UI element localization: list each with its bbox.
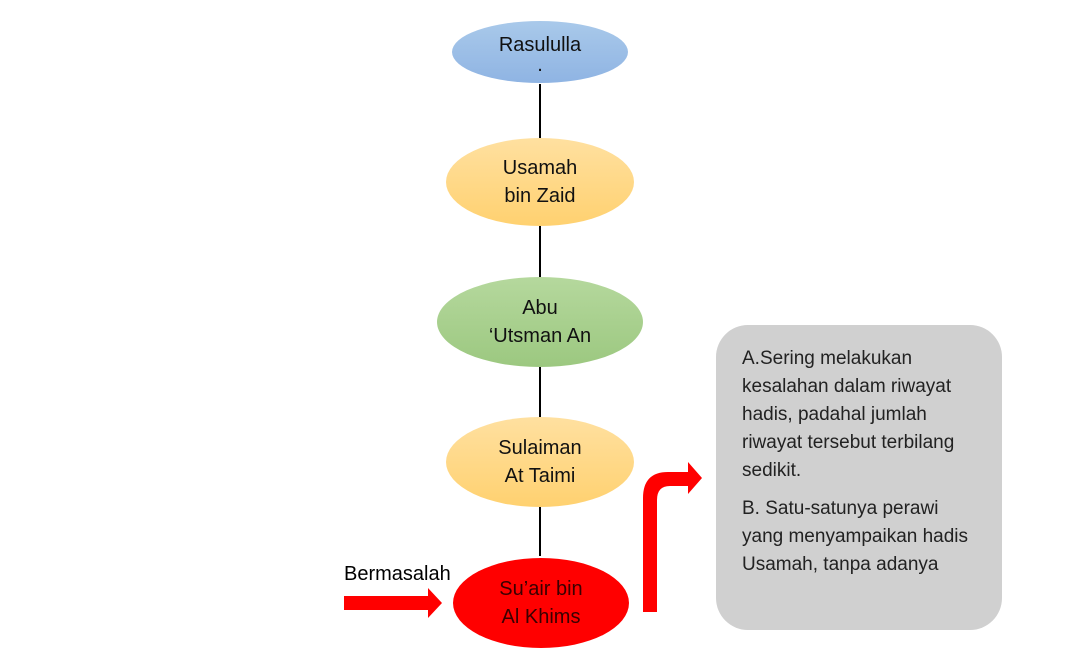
node-label: Rasululla . (498, 34, 582, 76)
node-sulaiman-at-taimi: Sulaiman At Taimi (446, 417, 634, 507)
note-point-b: B. Satu-satunya perawi yang menyampaikan… (742, 498, 969, 575)
explanation-note: A.Sering melakukan kesalahan dalam riway… (716, 325, 1002, 630)
node-rasulullah: Rasululla . (452, 21, 628, 83)
node-label: Abu ‘Utsman An (488, 297, 592, 347)
node-abu-utsman: Abu ‘Utsman An (437, 277, 643, 367)
problem-label: Bermasalah (344, 563, 451, 585)
node-usamah-bin-zaid: Usamah bin Zaid (446, 138, 634, 226)
node-label: Su’air bin Al Khims (499, 578, 583, 628)
node-label: Sulaiman At Taimi (498, 437, 582, 487)
right-arrow-icon (344, 588, 442, 618)
node-suair-bin-al-khims: Su’air bin Al Khims (453, 558, 629, 648)
node-label: Usamah bin Zaid (502, 157, 578, 207)
note-point-a: A.Sering melakukan kesalahan dalam riway… (742, 348, 955, 481)
bent-arrow-icon (643, 462, 702, 612)
